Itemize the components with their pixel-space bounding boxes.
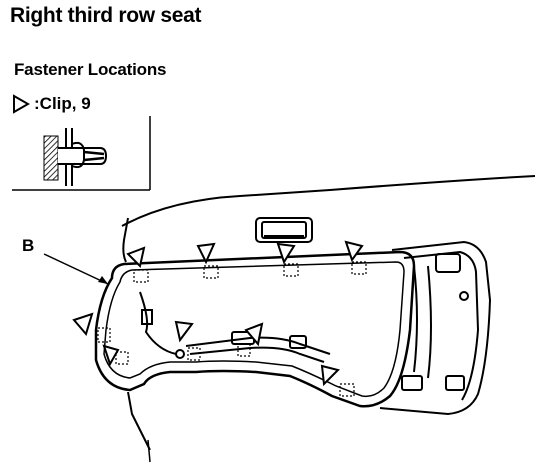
legend-label: Clip, 9	[39, 94, 91, 113]
callout-label-b: B	[22, 236, 35, 255]
hollow-triangle-icon	[13, 94, 30, 114]
clip-marker	[320, 364, 340, 387]
clip-marker	[196, 242, 216, 265]
clip-markers	[72, 240, 364, 387]
trim-panel-b-outer	[94, 250, 416, 408]
legend-separator: :	[34, 94, 40, 113]
callout-leader-b	[43, 253, 109, 285]
rear-body-structure	[379, 240, 492, 416]
lower-duct	[139, 291, 331, 363]
clip-holes	[97, 261, 367, 397]
clip-marker	[126, 246, 146, 268]
clip-detail-illustration	[43, 128, 108, 186]
clip-inset-frame	[12, 116, 151, 191]
clip-legend: : Clip, 9	[12, 94, 91, 114]
clip-marker	[244, 322, 264, 347]
body-upper-contour	[121, 175, 536, 227]
trim-panel-b-inner	[103, 261, 405, 398]
clip-marker	[102, 344, 120, 367]
clip-marker	[344, 240, 364, 263]
section-subtitle: Fastener Locations	[14, 60, 167, 79]
dome-handle	[255, 217, 313, 243]
clip-marker	[174, 320, 194, 343]
clip-marker	[276, 242, 296, 265]
page-title: Right third row seat	[10, 4, 202, 27]
clip-marker	[72, 312, 94, 337]
